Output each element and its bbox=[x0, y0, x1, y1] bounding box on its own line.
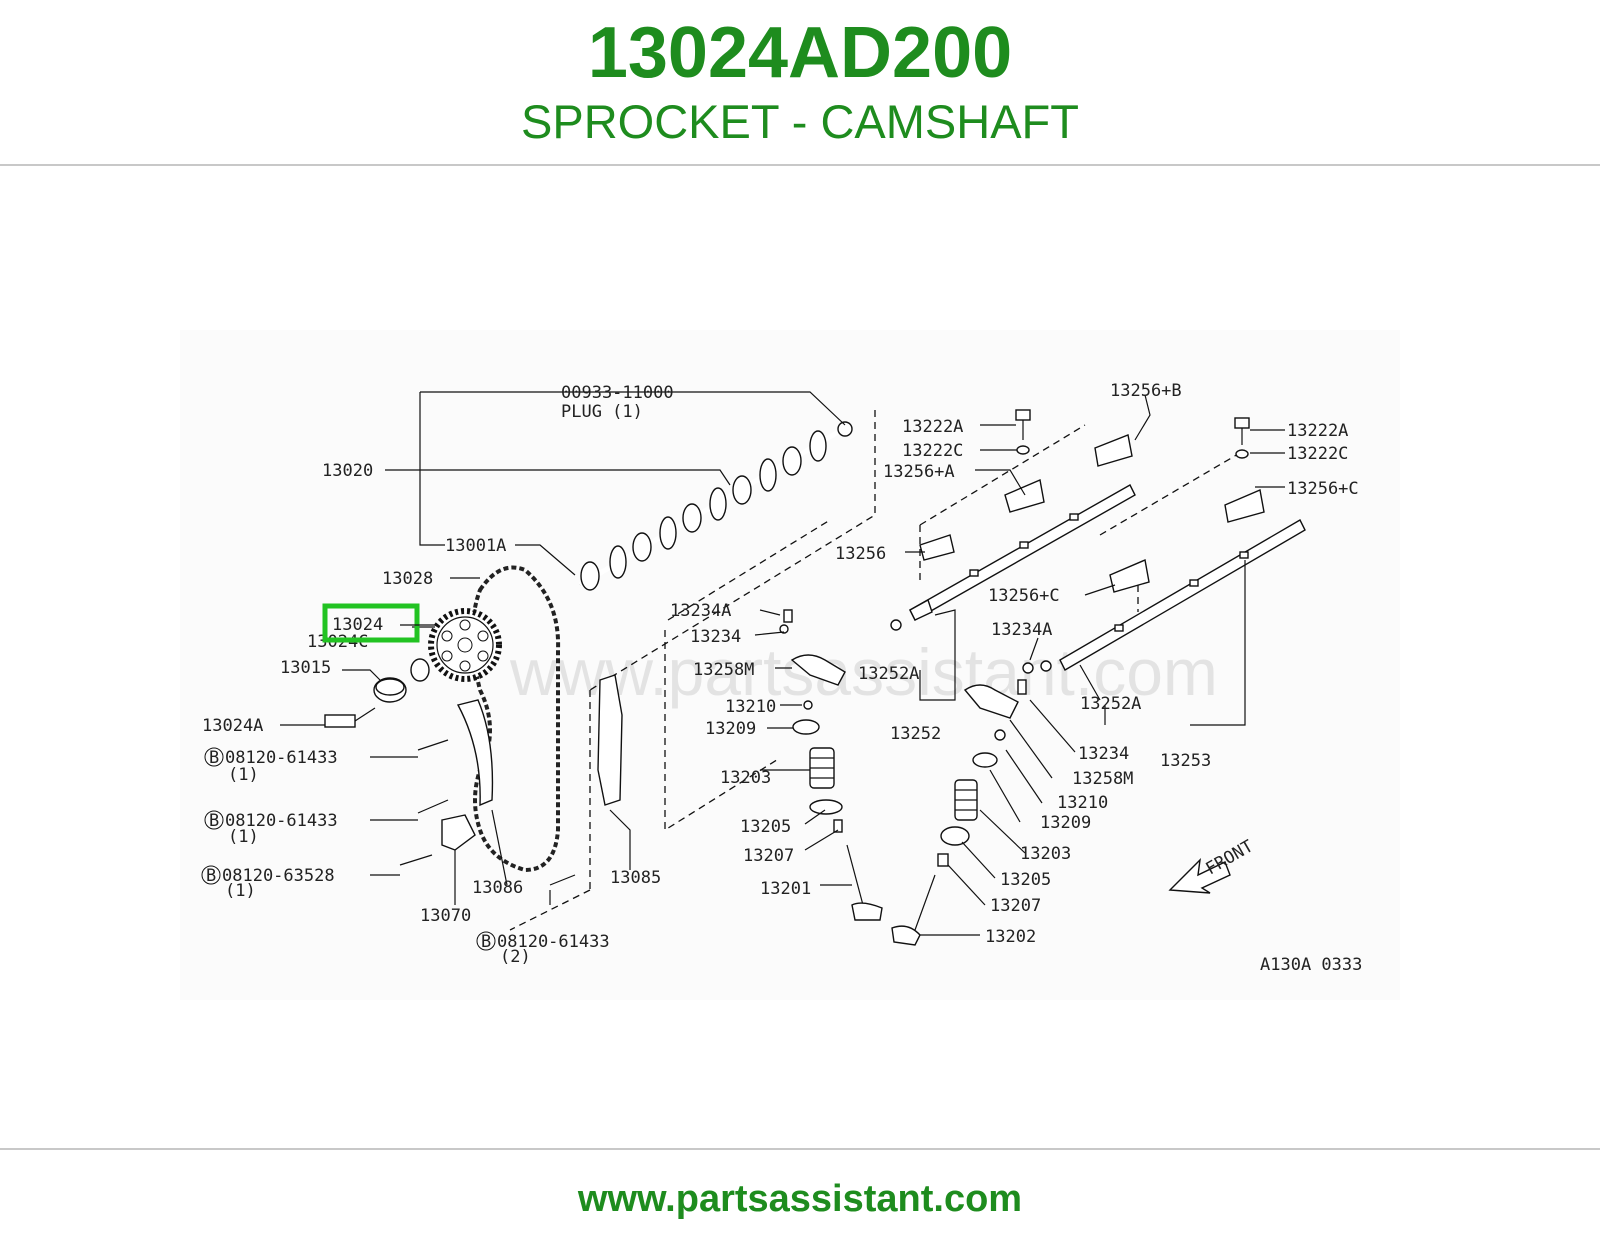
callout-13256C-right[interactable]: 13256+C bbox=[1287, 479, 1359, 499]
callout-13020[interactable]: 13020 bbox=[322, 461, 373, 481]
rocker-bolts bbox=[1015, 409, 1250, 459]
rocker-shaft-outlines bbox=[919, 424, 1246, 612]
callout-bolt-1[interactable]: 08120-61433 bbox=[225, 748, 338, 768]
callout-13256C-middle[interactable]: 13256+C bbox=[988, 586, 1060, 606]
callout-13234A-right[interactable]: 13234A bbox=[991, 620, 1052, 640]
rocker-shaft-right bbox=[1040, 519, 1306, 672]
callout-13207-left[interactable]: 13207 bbox=[743, 846, 794, 866]
callout-13028[interactable]: 13028 bbox=[382, 569, 433, 589]
callout-bolt-4-qty: (2) bbox=[500, 947, 531, 967]
callout-13234A-left[interactable]: 13234A bbox=[670, 601, 731, 621]
callout-13207-right[interactable]: 13207 bbox=[990, 896, 1041, 916]
bolt-mark-1: B bbox=[209, 748, 219, 768]
bolt-mark-3: B bbox=[206, 866, 216, 886]
callout-13203-right[interactable]: 13203 bbox=[1020, 844, 1071, 864]
front-arrow-icon bbox=[1168, 858, 1231, 894]
callout-13210-left[interactable]: 13210 bbox=[725, 697, 776, 717]
callout-13001A[interactable]: 13001A bbox=[445, 536, 506, 556]
parts-diagram: www.partsassistant.com bbox=[180, 330, 1400, 1000]
leader-lines bbox=[280, 391, 1285, 936]
highlight-box bbox=[322, 603, 420, 643]
callout-13205-right[interactable]: 13205 bbox=[1000, 870, 1051, 890]
callout-13234-left[interactable]: 13234 bbox=[690, 627, 741, 647]
callout-13222A-left[interactable]: 13222A bbox=[902, 417, 963, 437]
footer-url-link[interactable]: www.partsassistant.com bbox=[577, 1178, 1023, 1220]
callout-13205-left[interactable]: 13205 bbox=[740, 817, 791, 837]
callout-13256A[interactable]: 13256+A bbox=[883, 462, 955, 482]
chain-guide bbox=[456, 699, 494, 807]
callout-13252A-right[interactable]: 13252A bbox=[1080, 694, 1141, 714]
callout-13222C-right[interactable]: 13222C bbox=[1287, 444, 1348, 464]
callout-13256B[interactable]: 13256+B bbox=[1110, 381, 1182, 401]
callout-13024A[interactable]: 13024A bbox=[202, 716, 263, 736]
callout-13209-right[interactable]: 13209 bbox=[1040, 813, 1091, 833]
left-valve-assembly bbox=[779, 609, 883, 921]
callout-13070[interactable]: 13070 bbox=[420, 906, 471, 926]
callout-13252[interactable]: 13252 bbox=[890, 724, 941, 744]
callout-13253[interactable]: 13253 bbox=[1160, 751, 1211, 771]
bolt-mark-icon bbox=[204, 810, 224, 830]
callout-bolt-3-qty: (1) bbox=[225, 881, 256, 901]
camshaft-sprocket bbox=[428, 608, 502, 682]
callout-13203-left[interactable]: 13203 bbox=[720, 768, 771, 788]
callout-13085[interactable]: 13085 bbox=[610, 868, 661, 888]
small-bolts bbox=[399, 739, 576, 886]
right-valve-assembly bbox=[891, 662, 1034, 946]
callout-13024-highlighted[interactable]: 13024 bbox=[332, 615, 383, 635]
bolt-mark-icon bbox=[204, 747, 224, 767]
chain-slack-guide bbox=[597, 674, 623, 806]
distributor-drive-gear bbox=[373, 677, 407, 703]
rocker-shaft-left bbox=[890, 484, 1136, 631]
bolt-mark-2: B bbox=[209, 811, 219, 831]
callout-13202[interactable]: 13202 bbox=[985, 927, 1036, 947]
figure-code: A130A 0333 bbox=[1260, 955, 1362, 975]
sprocket-washer bbox=[410, 658, 430, 682]
header-divider bbox=[0, 164, 1600, 166]
callout-bolt-3[interactable]: 08120-63528 bbox=[222, 866, 335, 886]
callout-13222C-left[interactable]: 13222C bbox=[902, 441, 963, 461]
callout-13086[interactable]: 13086 bbox=[472, 878, 523, 898]
chain-tensioner bbox=[441, 814, 476, 851]
callout-13258M-right[interactable]: 13258M bbox=[1072, 769, 1133, 789]
callout-bolt-2[interactable]: 08120-61433 bbox=[225, 811, 338, 831]
callout-plug-label: PLUG (1) bbox=[561, 402, 643, 422]
camshaft-group-outline bbox=[509, 410, 876, 931]
callout-bolt-4[interactable]: 08120-61433 bbox=[497, 932, 610, 952]
callout-13015[interactable]: 13015 bbox=[280, 658, 331, 678]
callout-13210-right[interactable]: 13210 bbox=[1057, 793, 1108, 813]
bolt-mark-icon bbox=[476, 931, 496, 951]
sprocket-bolt bbox=[324, 707, 376, 728]
callout-bolt-2-qty: (1) bbox=[228, 827, 259, 847]
part-name-subtitle: SPROCKET - CAMSHAFT bbox=[521, 95, 1079, 148]
callout-13258M-left[interactable]: 13258M bbox=[693, 660, 754, 680]
part-number-title: 13024AD200 bbox=[587, 13, 1013, 93]
callout-13209-left[interactable]: 13209 bbox=[705, 719, 756, 739]
callout-13222A-right[interactable]: 13222A bbox=[1287, 421, 1348, 441]
timing-chain bbox=[470, 565, 561, 873]
rocker-brackets bbox=[919, 434, 1265, 593]
footer-divider bbox=[0, 1148, 1600, 1150]
callout-13234-right[interactable]: 13234 bbox=[1078, 744, 1129, 764]
bolt-mark-icon bbox=[201, 865, 221, 885]
callout-13252A-left[interactable]: 13252A bbox=[858, 664, 919, 684]
bolt-mark-4: B bbox=[481, 932, 491, 952]
callout-plug-number[interactable]: 00933-11000 bbox=[561, 383, 674, 403]
callout-13256[interactable]: 13256 bbox=[835, 544, 886, 564]
callout-13201[interactable]: 13201 bbox=[760, 879, 811, 899]
camshaft bbox=[578, 421, 853, 591]
callout-bolt-1-qty: (1) bbox=[228, 765, 259, 785]
